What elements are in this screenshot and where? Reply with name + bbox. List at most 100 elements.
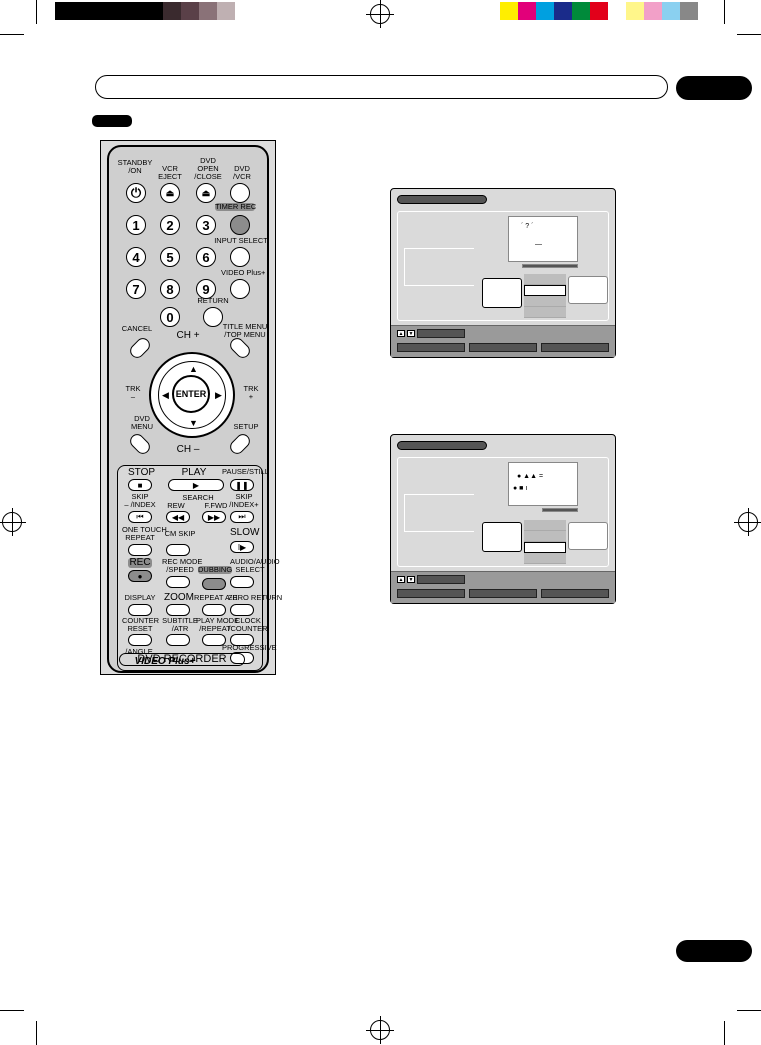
arrow-left-icon[interactable]: ◀ bbox=[162, 390, 169, 400]
subtitle-button[interactable] bbox=[166, 634, 190, 646]
vcr-eject-button[interactable]: ⏏ bbox=[160, 183, 180, 203]
footer-key-2[interactable] bbox=[469, 343, 537, 352]
dvd-recorder-label: DVD RECORDER bbox=[119, 653, 245, 666]
digit-5-button[interactable]: 5 bbox=[160, 247, 180, 267]
chapter-tab bbox=[676, 76, 752, 100]
cm-skip-label: CM SKIP bbox=[164, 529, 196, 538]
fast-forward-button[interactable]: ▶▶ bbox=[202, 511, 226, 523]
crop-mark bbox=[36, 1021, 37, 1045]
crop-mark bbox=[0, 1010, 24, 1011]
pause-button[interactable]: ❚❚ bbox=[230, 479, 254, 491]
arrow-up-icon: ▲ bbox=[397, 330, 405, 337]
rec-button[interactable]: ● bbox=[128, 570, 152, 582]
arrow-up-icon[interactable]: ▲ bbox=[189, 364, 198, 374]
skip-index-minus-label: SKIP – /INDEX bbox=[124, 492, 156, 509]
skip-back-button[interactable]: ⏮ bbox=[128, 511, 152, 523]
dubbing-button[interactable] bbox=[202, 578, 226, 590]
menu-item[interactable] bbox=[524, 307, 566, 318]
digit-6-button[interactable]: 6 bbox=[196, 247, 216, 267]
arrow-right-icon[interactable]: ▶ bbox=[215, 390, 222, 400]
menu-item-selected[interactable] bbox=[524, 285, 566, 296]
zero-return-button[interactable] bbox=[230, 604, 254, 616]
footer-key-3[interactable] bbox=[541, 343, 609, 352]
color-swatch bbox=[662, 2, 680, 20]
video-plus-label: VIDEO Plus+ bbox=[221, 268, 266, 277]
crop-mark bbox=[0, 34, 24, 35]
cm-skip-button[interactable] bbox=[166, 544, 190, 556]
clock-counter-button[interactable] bbox=[230, 634, 254, 646]
rec-mode-label: REC MODE /SPEED bbox=[162, 557, 203, 574]
menu-item[interactable] bbox=[524, 296, 566, 307]
digit-4-button[interactable]: 4 bbox=[126, 247, 146, 267]
menu-item-selected[interactable] bbox=[524, 542, 566, 553]
ch-minus-label: CH – bbox=[176, 444, 200, 455]
dvd-vcr-button[interactable] bbox=[230, 183, 250, 203]
menu-item[interactable] bbox=[524, 520, 566, 531]
play-mode-button[interactable] bbox=[202, 634, 226, 646]
progress-bar bbox=[542, 508, 578, 512]
digit-1-button[interactable]: 1 bbox=[126, 215, 146, 235]
rec-label: REC bbox=[128, 557, 152, 568]
cancel-button[interactable] bbox=[127, 335, 153, 361]
menu-item[interactable] bbox=[524, 274, 566, 285]
video-plus-button[interactable] bbox=[230, 279, 250, 299]
digit-2-button[interactable]: 2 bbox=[160, 215, 180, 235]
preview-sketch: ● ▲▲ = bbox=[517, 473, 544, 480]
counter-reset-button[interactable] bbox=[128, 634, 152, 646]
remote-illustration: STANDBY /ON VCR EJECT DVD OPEN /CLOSE DV… bbox=[100, 140, 282, 675]
setup-label: SETUP bbox=[233, 422, 259, 431]
dvd-menu-button[interactable] bbox=[127, 431, 153, 457]
digit-8-button[interactable]: 8 bbox=[160, 279, 180, 299]
skip-index-plus-label: SKIP /INDEX+ bbox=[229, 492, 259, 509]
digit-9-button[interactable]: 9 bbox=[196, 279, 216, 299]
timer-rec-label: TIMER REC bbox=[215, 202, 257, 211]
setup-button[interactable] bbox=[227, 431, 253, 457]
title-menu-button[interactable] bbox=[227, 335, 253, 361]
rewind-button[interactable]: ◀◀ bbox=[166, 511, 190, 523]
color-swatch bbox=[235, 2, 253, 20]
playback-panel: STOP PLAY PAUSE/STILL ■ ▶ ❚❚ SKIP – /IND… bbox=[117, 465, 282, 671]
enter-button[interactable]: ENTER bbox=[172, 375, 210, 413]
record-icon: ● bbox=[137, 571, 143, 581]
return-button[interactable] bbox=[203, 307, 223, 327]
arrow-down-icon[interactable]: ▼ bbox=[189, 418, 198, 428]
dvd-open-button[interactable]: ⏏ bbox=[196, 183, 216, 203]
menu-item[interactable] bbox=[524, 553, 566, 564]
footer-key-1[interactable] bbox=[397, 589, 465, 598]
skip-forward-button[interactable]: ⏭ bbox=[230, 511, 254, 523]
crop-mark bbox=[724, 1021, 725, 1045]
return-label: RETURN bbox=[197, 296, 229, 305]
color-swatch bbox=[572, 2, 590, 20]
play-mode-label: PLAY MODE /REPEAT bbox=[196, 616, 240, 633]
standby-label: STANDBY /ON bbox=[117, 158, 153, 175]
footer-key-2[interactable] bbox=[469, 589, 537, 598]
display-button[interactable] bbox=[128, 604, 152, 616]
vcr-eject-label: VCR EJECT bbox=[158, 164, 182, 181]
digit-0-button[interactable]: 0 bbox=[160, 307, 180, 327]
video-preview: ´ ? ´ — bbox=[508, 216, 578, 262]
rew-label: REW bbox=[167, 501, 185, 510]
color-swatch bbox=[536, 2, 554, 20]
slow-button[interactable]: I▶ bbox=[230, 541, 254, 553]
digit-7-button[interactable]: 7 bbox=[126, 279, 146, 299]
footer-hint bbox=[417, 329, 465, 338]
footer-key-1[interactable] bbox=[397, 343, 465, 352]
standby-button[interactable]: ⏻ bbox=[126, 183, 146, 203]
menu-item[interactable] bbox=[524, 531, 566, 542]
repeat-ab-button[interactable] bbox=[202, 604, 226, 616]
digit-3-button[interactable]: 3 bbox=[196, 215, 216, 235]
rec-mode-button[interactable] bbox=[166, 576, 190, 588]
play-button[interactable]: ▶ bbox=[168, 479, 224, 491]
footer-key-3[interactable] bbox=[541, 589, 609, 598]
color-swatch bbox=[109, 2, 127, 20]
remote-control: STANDBY /ON VCR EJECT DVD OPEN /CLOSE DV… bbox=[107, 145, 282, 673]
timer-rec-button[interactable] bbox=[230, 215, 250, 235]
one-touch-repeat-button[interactable] bbox=[128, 544, 152, 556]
input-select-button[interactable] bbox=[230, 247, 250, 267]
audio-select-button[interactable] bbox=[230, 576, 254, 588]
dvd-vcr-label: DVD /VCR bbox=[233, 164, 251, 181]
zoom-button[interactable] bbox=[166, 604, 190, 616]
rewind-icon: ◀◀ bbox=[171, 512, 185, 522]
one-touch-repeat-label: ONE TOUCH REPEAT bbox=[122, 525, 167, 542]
stop-button[interactable]: ■ bbox=[128, 479, 152, 491]
